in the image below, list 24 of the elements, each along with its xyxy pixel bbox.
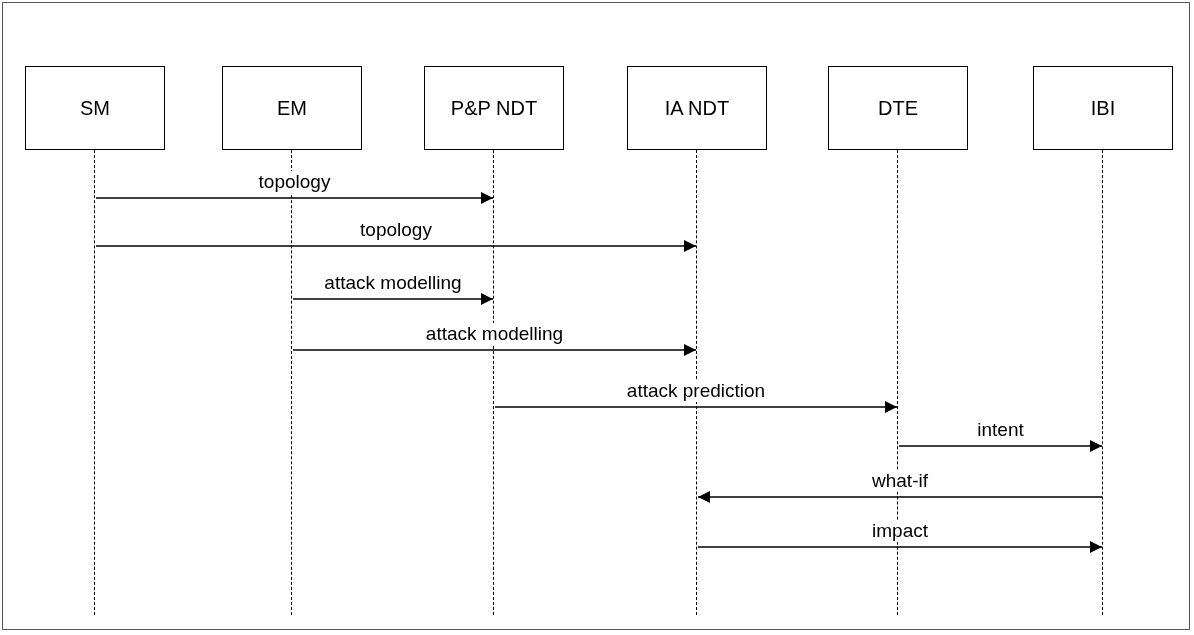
message-arrow bbox=[697, 491, 1103, 503]
edge-label: topology bbox=[255, 171, 334, 193]
participant-box bbox=[25, 66, 165, 150]
participant-label: DTE bbox=[878, 96, 918, 120]
lifeline bbox=[94, 150, 96, 615]
message-arrow bbox=[898, 440, 1103, 452]
participant-label: SM bbox=[80, 96, 110, 120]
lifeline bbox=[1102, 150, 1104, 615]
participant-label: P&P NDT bbox=[450, 96, 538, 120]
participant-box bbox=[828, 66, 968, 150]
participant-box bbox=[222, 66, 362, 150]
participant-label: IA NDT bbox=[664, 96, 730, 120]
message-arrow bbox=[292, 293, 494, 305]
edge-label: what-if bbox=[869, 470, 931, 492]
message-arrow bbox=[697, 541, 1103, 553]
participant-label: EM bbox=[277, 96, 307, 120]
participant-box bbox=[627, 66, 767, 150]
participant-box bbox=[1033, 66, 1173, 150]
message-arrow bbox=[95, 240, 697, 252]
message-arrow bbox=[292, 344, 697, 356]
message-arrow bbox=[95, 192, 494, 204]
message-arrow bbox=[494, 401, 898, 413]
participant-box bbox=[424, 66, 564, 150]
participant-label: IBI bbox=[1090, 96, 1116, 120]
